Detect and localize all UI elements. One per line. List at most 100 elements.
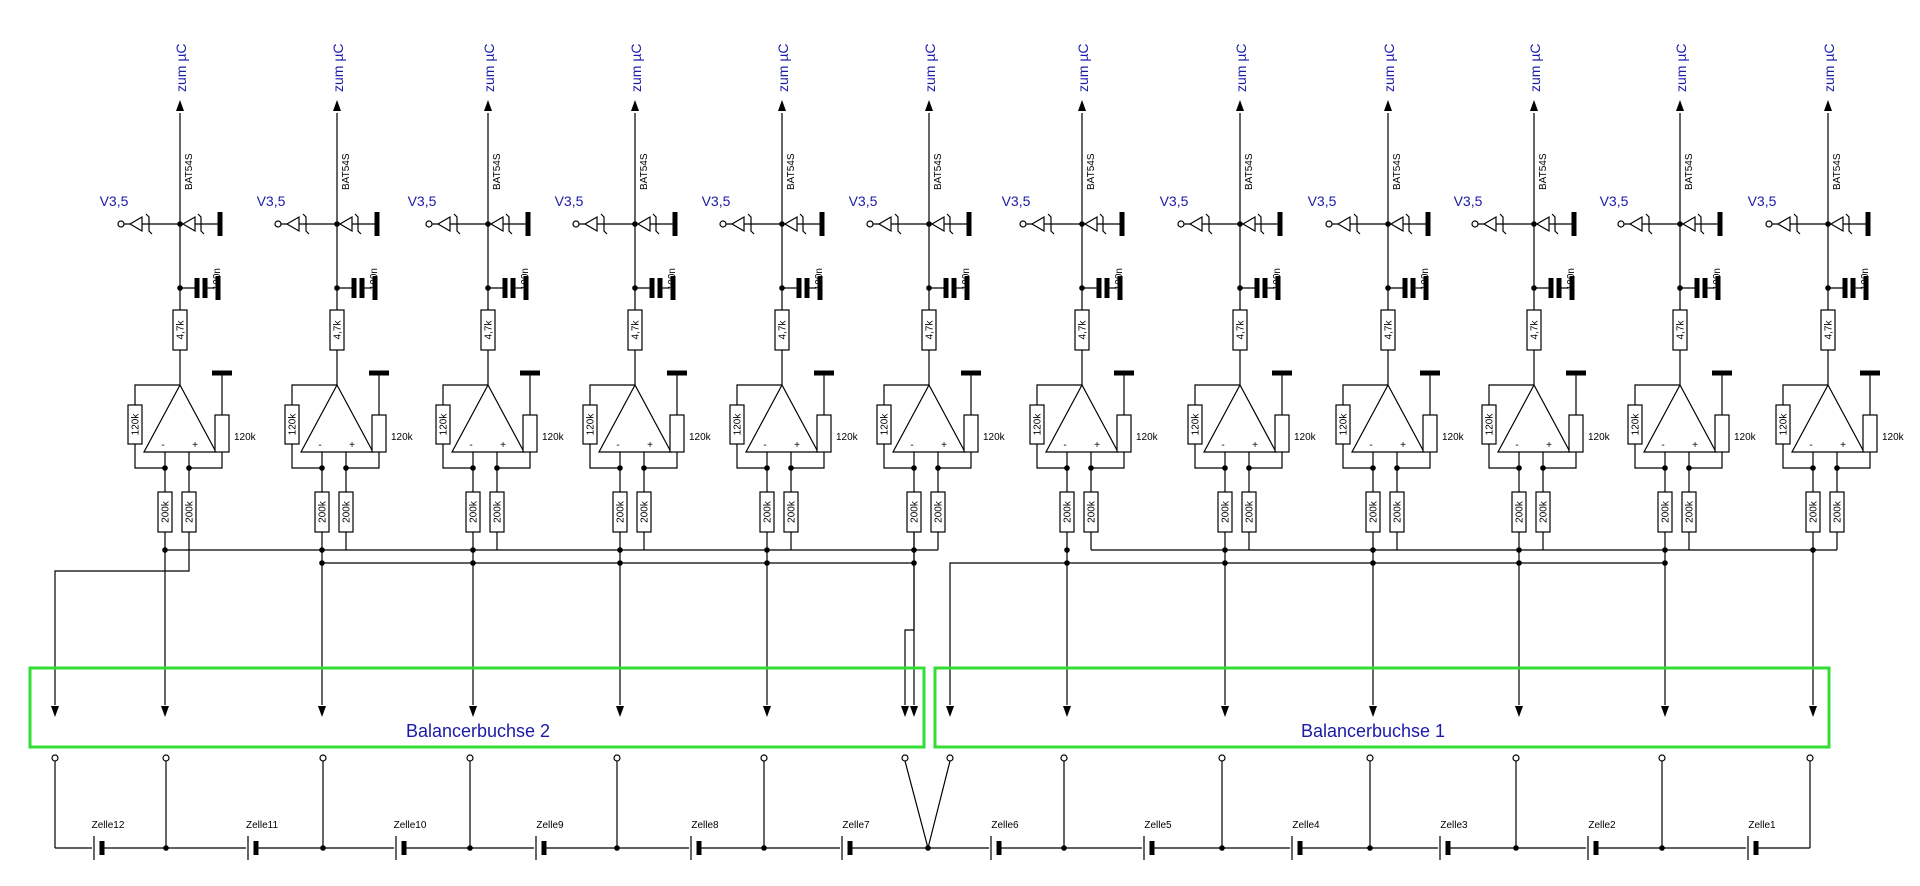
- resistor-4k7-value: 4,7k: [1236, 320, 1247, 340]
- opamp-inverting-label: -: [469, 440, 472, 451]
- capacitor-value-label: 100n: [667, 268, 678, 290]
- cell-label: Zelle10: [394, 820, 427, 831]
- resistor-120k-reference: [1862, 414, 1878, 453]
- resistor-200k-noninverting: [1535, 491, 1551, 533]
- resistor-120k-reference: [963, 414, 979, 453]
- junction-dot: [485, 221, 491, 227]
- resistor-200k-inverting-value: 200k: [1515, 500, 1526, 523]
- opamp-noninverting-label: +: [349, 440, 355, 451]
- wires: [51, 532, 1838, 717]
- opamp: [1350, 383, 1426, 453]
- feedback-wire: [1634, 444, 1665, 469]
- junction-dot: [761, 845, 767, 851]
- diode-left: [730, 215, 745, 233]
- junction-dot: [319, 465, 325, 471]
- resistor-120k-feedback-value: 120k: [288, 413, 299, 436]
- junction-dot: [926, 221, 932, 227]
- resistor-120k-feedback-value: 120k: [1485, 413, 1496, 436]
- resistor-200k-noninverting: [181, 491, 197, 533]
- diode-type-label: BAT54S: [1832, 153, 1843, 190]
- opamp-noninverting-label: +: [647, 440, 653, 451]
- opamp-inverting-label: -: [616, 440, 619, 451]
- opamp: [299, 383, 375, 453]
- junction-dot: [764, 547, 770, 553]
- diode-left-bar: [453, 213, 461, 235]
- resistor-120k-reference: [214, 414, 230, 453]
- diode-right: [1241, 215, 1256, 233]
- diode-right: [1681, 215, 1696, 233]
- arrow-head: [631, 100, 639, 111]
- diode-left-bar: [1353, 213, 1361, 235]
- resistor-120k-feedback-value: 120k: [439, 413, 450, 436]
- junction-dot: [1516, 465, 1522, 471]
- balancer-pin: [1218, 754, 1226, 762]
- arrow-head: [1384, 100, 1392, 111]
- junction-dot: [617, 547, 623, 553]
- resistor-200k-inverting-value: 200k: [469, 500, 480, 523]
- opamp: [744, 383, 820, 453]
- reference-wire: [1543, 452, 1577, 469]
- arrow-head: [1369, 706, 1377, 717]
- diode-left: [877, 215, 892, 233]
- mcu-output-label: zum µC: [481, 43, 497, 92]
- resistor-120k-reference-value: 120k: [234, 432, 257, 443]
- resistor-200k-inverting-value: 200k: [616, 500, 627, 523]
- resistor-200k-noninverting-value: 200k: [934, 500, 945, 523]
- opamp: [1790, 383, 1866, 453]
- diode-right-bar: [1405, 213, 1413, 235]
- reference-wire: [644, 452, 678, 469]
- cell-label: Zelle6: [991, 820, 1019, 831]
- junction-dot: [1222, 465, 1228, 471]
- resistor-4k7-value: 4,7k: [778, 320, 789, 340]
- resistor-120k-reference-value: 120k: [689, 432, 712, 443]
- capacitor-value-label: 100n: [369, 268, 380, 290]
- reference-wire: [938, 452, 972, 469]
- junction-dot: [764, 560, 770, 566]
- diode-right-bar: [652, 213, 660, 235]
- resistor-120k-reference-value: 120k: [1588, 432, 1611, 443]
- resistor-120k-reference: [1116, 414, 1132, 453]
- supply-terminal: [274, 220, 282, 228]
- junction-dot: [494, 465, 500, 471]
- opamp-inverting-label: -: [161, 440, 164, 451]
- junction-dot: [1064, 560, 1070, 566]
- resistor-200k-inverting-value: 200k: [161, 500, 172, 523]
- diode-right-bar: [1551, 213, 1559, 235]
- arrow-head: [1515, 706, 1523, 717]
- reference-wire: [1689, 452, 1723, 469]
- junction-dot: [1677, 221, 1683, 227]
- reference-wire: [346, 452, 380, 469]
- diode-left-bar: [600, 213, 608, 235]
- resistor-200k-noninverting-value: 200k: [493, 500, 504, 523]
- cell-label: Zelle9: [536, 820, 564, 831]
- resistor-120k-reference-value: 120k: [1294, 432, 1317, 443]
- resistor-200k-inverting-value: 200k: [763, 500, 774, 523]
- junction-dot: [788, 465, 794, 471]
- junction-dot: [177, 221, 183, 227]
- cell-label: Zelle12: [92, 820, 125, 831]
- supply-label: V3,5: [555, 193, 584, 209]
- resistor-200k-noninverting: [1241, 491, 1257, 533]
- junction-dot: [926, 285, 932, 291]
- junction-dot: [925, 845, 931, 851]
- mcu-output-label: zum µC: [1381, 43, 1397, 92]
- resistor-4k7-value: 4,7k: [484, 320, 495, 340]
- resistor-120k-reference-value: 120k: [542, 432, 565, 443]
- diode-left-bar: [1793, 213, 1801, 235]
- feedback-wire: [1194, 444, 1225, 469]
- resistor-200k-inverting-value: 200k: [1809, 500, 1820, 523]
- capacitor-value-label: 100n: [1566, 268, 1577, 290]
- resistor-200k-noninverting-value: 200k: [1087, 500, 1098, 523]
- resistor-4k7: [921, 309, 937, 351]
- feedback-wire: [1634, 384, 1680, 405]
- diode-left: [1336, 215, 1351, 233]
- reference-wire: [1397, 452, 1431, 469]
- balancer-pin: [760, 754, 768, 762]
- supply-label: V3,5: [1600, 193, 1629, 209]
- arrow-head: [1530, 100, 1538, 111]
- arrow-head: [1809, 706, 1817, 717]
- mcu-output-label: zum µC: [1233, 43, 1249, 92]
- diode-right-bar: [946, 213, 954, 235]
- resistor-200k-inverting: [612, 491, 628, 533]
